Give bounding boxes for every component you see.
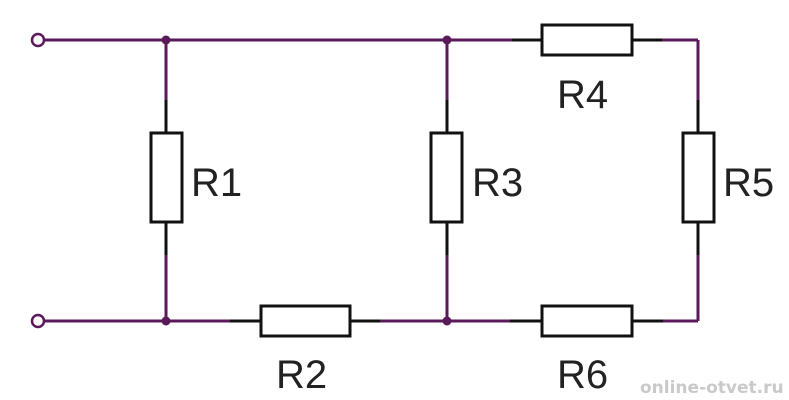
input-terminal-top <box>30 32 46 48</box>
label-r5: R5 <box>723 161 774 205</box>
label-r6: R6 <box>557 353 608 397</box>
resistor-r2 <box>259 304 352 338</box>
resistor-r3 <box>429 131 464 224</box>
junction-node <box>161 316 171 326</box>
label-r3: R3 <box>472 161 523 205</box>
resistor-r4 <box>540 23 634 57</box>
label-r1: R1 <box>191 161 242 205</box>
resistor-leads <box>164 38 700 323</box>
junction-node <box>442 35 452 45</box>
input-terminal-bottom <box>30 313 46 329</box>
label-r4: R4 <box>557 73 608 117</box>
resistor-r1 <box>149 131 184 224</box>
junction-node <box>442 316 452 326</box>
resistor-r5 <box>681 131 716 224</box>
junction-node <box>161 35 171 45</box>
label-r2: R2 <box>276 353 327 397</box>
resistor-r6 <box>540 304 634 338</box>
watermark: online-otvet.ru <box>640 378 784 398</box>
wires <box>42 38 700 323</box>
